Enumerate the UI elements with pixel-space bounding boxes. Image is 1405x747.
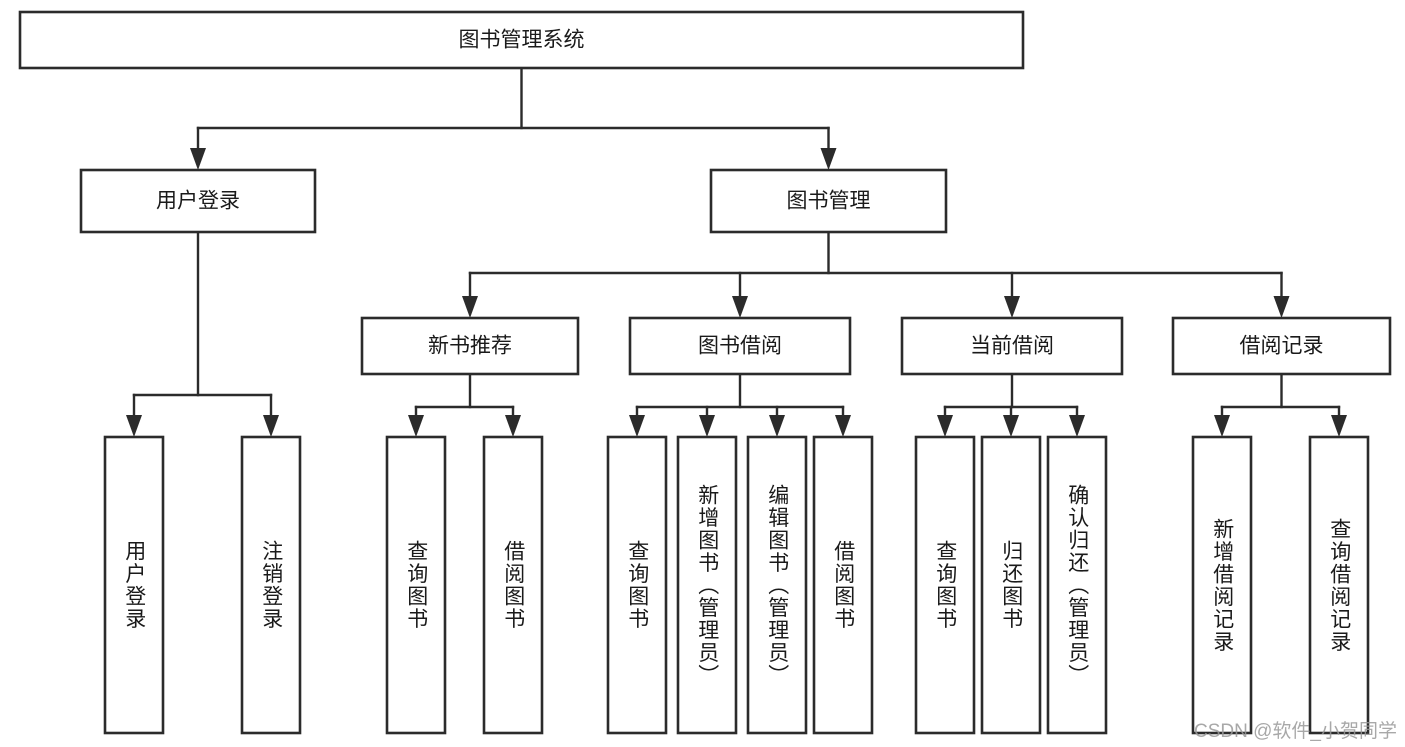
connector-arrow-icon (769, 415, 785, 437)
node-current-borrow-label: 当前借阅 (970, 335, 1054, 358)
connector-arrow-icon (505, 415, 521, 437)
node-leaf-confirm-return[interactable] (1046, 435, 1108, 735)
node-book-borrow[interactable] (628, 316, 852, 376)
node-borrow-record-label: 借阅记录 (1240, 335, 1324, 358)
connector-arrow-icon (462, 296, 478, 318)
node-leaf-user-login[interactable] (103, 435, 165, 735)
node-book-manage-label: 图书管理 (787, 190, 871, 213)
box-layer (18, 10, 1392, 735)
csdn-watermark: CSDN @软件_小贺同学 (1194, 721, 1397, 742)
connector-layer (126, 66, 1347, 437)
connector-arrow-icon (263, 415, 279, 437)
node-root[interactable] (18, 10, 1025, 70)
node-leaf-borrow-book-2[interactable] (812, 435, 874, 735)
node-leaf-edit-book[interactable] (746, 435, 808, 735)
connector-arrow-icon (1004, 296, 1020, 318)
connector-arrow-icon (835, 415, 851, 437)
connector-arrow-icon (1273, 296, 1290, 318)
node-leaf-return-book[interactable] (980, 435, 1042, 735)
connector-arrow-icon (732, 296, 748, 318)
node-user-login[interactable] (79, 168, 317, 234)
node-leaf-borrow-book-1[interactable] (482, 435, 544, 735)
connector-arrow-icon (699, 415, 715, 437)
node-leaf-add-book[interactable] (676, 435, 738, 735)
connector-arrow-icon (1069, 415, 1085, 437)
node-new-book-rec[interactable] (360, 316, 580, 376)
connector-arrow-icon (937, 415, 953, 437)
connector-arrow-icon (126, 415, 142, 437)
connector-arrow-icon (629, 415, 645, 437)
node-root-label: 图书管理系统 (459, 29, 585, 52)
node-borrow-record[interactable] (1171, 316, 1392, 376)
connector-arrow-icon (820, 148, 837, 170)
node-book-manage[interactable] (709, 168, 948, 234)
node-leaf-query-book-2[interactable] (606, 435, 668, 735)
node-leaf-user-logout[interactable] (240, 435, 302, 735)
node-leaf-add-record[interactable] (1191, 435, 1253, 735)
connector-arrow-icon (1214, 415, 1230, 437)
node-current-borrow[interactable] (900, 316, 1124, 376)
node-user-login-label: 用户登录 (156, 190, 240, 213)
node-new-book-rec-label: 新书推荐 (428, 335, 512, 358)
node-leaf-query-book-1[interactable] (385, 435, 447, 735)
node-leaf-query-book-3[interactable] (914, 435, 976, 735)
connector-arrow-icon (408, 415, 424, 437)
node-book-borrow-label: 图书借阅 (698, 335, 782, 358)
connector-arrow-icon (1331, 415, 1347, 437)
node-leaf-query-record[interactable] (1308, 435, 1370, 735)
connector-arrow-icon (190, 148, 206, 170)
connector-arrow-icon (1003, 415, 1019, 437)
